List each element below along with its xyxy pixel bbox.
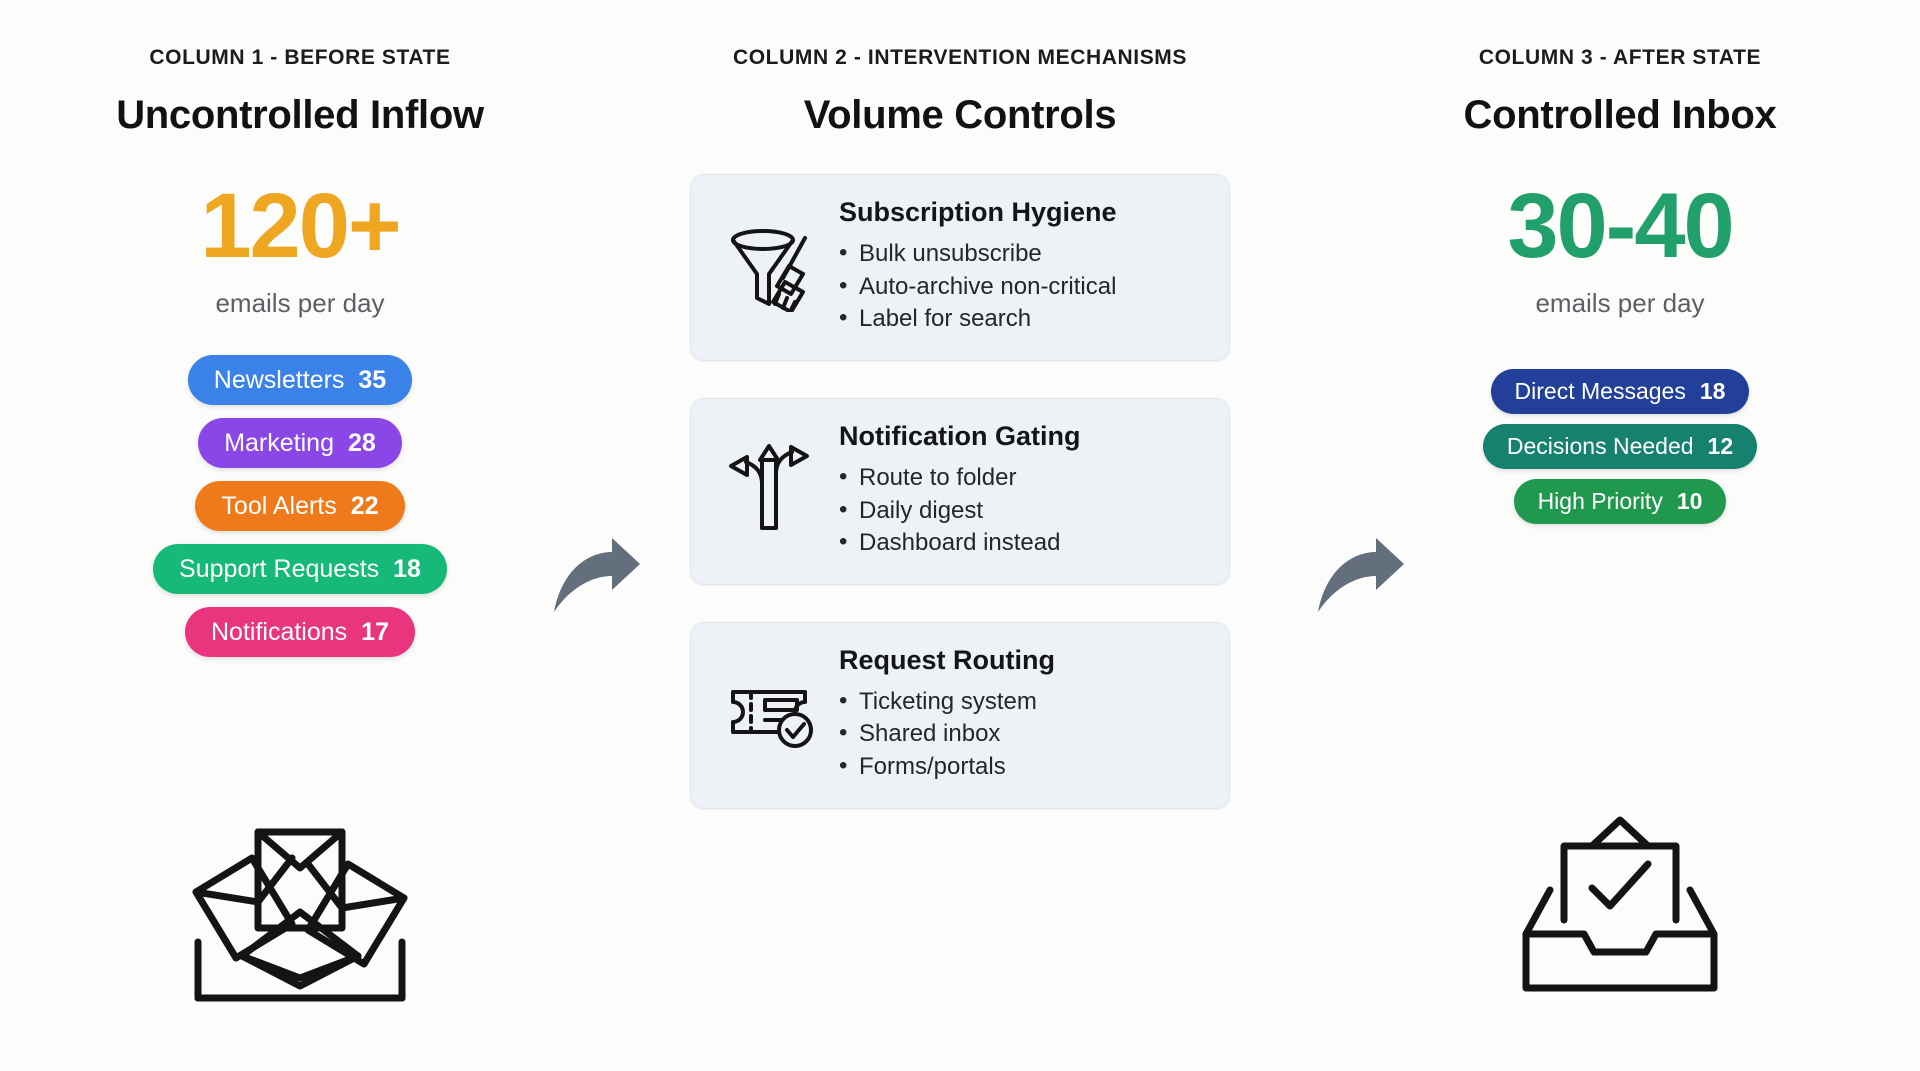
card-bullet-list: Ticketing system Shared inbox Forms/port… [839,685,1203,784]
pill-count: 18 [1699,378,1726,404]
pill-high-priority[interactable]: High Priority 10 [1513,479,1727,524]
column-1-title: Uncontrolled Inflow [116,93,484,137]
pill-label: Marketing [224,428,334,457]
card-notification-gating[interactable]: Notification Gating Route to folder Dail… [690,397,1230,585]
mechanism-card-list: Subscription Hygiene Bulk unsubscribe Au… [690,174,1230,809]
pill-count: 17 [361,617,389,646]
flow-arrow-1 [548,536,644,623]
card-bullet: Forms/portals [839,750,1203,784]
card-bullet: Route to folder [839,461,1203,495]
card-title: Notification Gating [839,420,1081,451]
pill-count: 12 [1707,433,1734,459]
card-request-routing[interactable]: Request Routing Ticketing system Shared … [690,621,1230,809]
pill-support-requests[interactable]: Support Requests 18 [153,544,447,594]
inbox-check-icon [1520,810,1720,1005]
flow-arrow-2 [1312,536,1408,623]
pill-tool-alerts[interactable]: Tool Alerts 22 [195,481,405,531]
card-body: Subscription Hygiene Bulk unsubscribe Au… [839,197,1203,336]
column-2-eyebrow: COLUMN 2 - INTERVENTION MECHANISMS [732,46,1188,69]
pill-count: 22 [350,491,379,520]
column-1-eyebrow: COLUMN 1 - BEFORE STATE [149,46,451,69]
pill-marketing[interactable]: Marketing 28 [198,418,402,468]
column-intervention-mechanisms: COLUMN 2 - INTERVENTION MECHANISMS Volum… [600,0,1320,1071]
card-bullet: Auto-archive non-critical [839,270,1203,304]
pill-label: Tool Alerts [221,491,337,520]
card-bullet: Label for search [839,302,1203,336]
after-stat-label: emails per day [1535,288,1705,318]
card-body: Notification Gating Route to folder Dail… [839,421,1203,560]
card-title: Subscription Hygiene [839,197,1117,227]
column-before-state: COLUMN 1 - BEFORE STATE Uncontrolled Inf… [40,0,560,1071]
pill-count: 28 [347,428,376,457]
before-category-pills: Newsletters 35 Marketing 28 Tool Alerts … [153,355,447,657]
pill-label: Decisions Needed [1506,433,1694,459]
three-way-arrows-icon [721,440,817,541]
pill-direct-messages[interactable]: Direct Messages 18 [1490,369,1750,414]
card-bullet: Dashboard instead [839,526,1203,560]
ticket-check-icon [721,664,817,765]
before-stat-value: 120+ [200,175,401,277]
card-subscription-hygiene[interactable]: Subscription Hygiene Bulk unsubscribe Au… [690,174,1230,361]
card-bullet: Shared inbox [839,717,1203,751]
card-bullet-list: Bulk unsubscribe Auto-archive non-critic… [839,237,1203,336]
card-bullet: Bulk unsubscribe [839,237,1203,271]
pill-count: 35 [358,365,387,394]
after-category-pills: Direct Messages 18 Decisions Needed 12 H… [1482,369,1758,524]
card-body: Request Routing Ticketing system Shared … [839,645,1203,784]
overflowing-envelopes-icon [180,806,420,1011]
card-bullet: Ticketing system [839,685,1203,719]
card-title: Request Routing [839,644,1055,675]
funnel-broom-icon [721,216,817,317]
pill-label: Newsletters [213,365,345,394]
column-3-eyebrow: COLUMN 3 - AFTER STATE [1478,46,1762,69]
card-bullet: Daily digest [839,494,1203,528]
pill-notifications[interactable]: Notifications 17 [185,607,415,657]
column-3-title: Controlled Inbox [1463,93,1777,137]
pill-count: 18 [393,554,421,583]
pill-newsletters[interactable]: Newsletters 35 [187,355,413,405]
pill-count: 10 [1676,488,1703,514]
pill-decisions-needed[interactable]: Decisions Needed 12 [1482,424,1758,469]
pill-label: Direct Messages [1514,378,1686,404]
pill-label: Notifications [211,617,348,646]
after-stat-value: 30-40 [1507,175,1734,277]
card-bullet-list: Route to folder Daily digest Dashboard i… [839,461,1203,560]
column-after-state: COLUMN 3 - AFTER STATE Controlled Inbox … [1360,0,1880,1071]
column-2-title: Volume Controls [803,93,1117,137]
before-stat-label: emails per day [215,288,385,318]
pill-label: Support Requests [179,554,380,583]
pill-label: High Priority [1537,488,1663,514]
